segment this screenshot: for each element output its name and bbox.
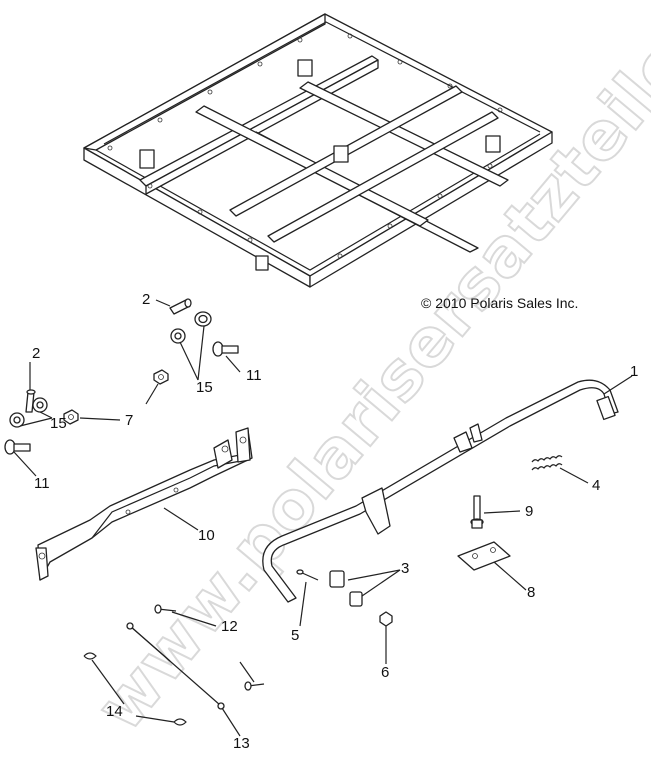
nut-part-6: [379, 611, 393, 627]
callout-1: 1: [630, 363, 638, 380]
callout-6: 6: [381, 664, 389, 681]
frame-bracket: [333, 145, 349, 163]
callout-5: 5: [291, 627, 299, 644]
frame-bracket: [139, 149, 155, 169]
rail-part-1: [262, 379, 619, 603]
bolt-part-9: [470, 495, 484, 529]
callout-11: 11: [34, 475, 50, 492]
pin-part-12: [154, 604, 265, 691]
callout-15: 15: [50, 415, 67, 432]
callout-9: 9: [525, 503, 533, 520]
callout-7: 7: [125, 412, 133, 429]
pin-part-2-lower: [25, 389, 36, 413]
clamp-part-3: [329, 570, 363, 607]
bushing-part-15-upper: [170, 311, 212, 344]
callout-4: 4: [592, 477, 600, 494]
callout-13: 13: [233, 735, 250, 752]
frame-bracket: [485, 135, 501, 153]
bolt-part-11-lower: [4, 439, 31, 455]
callout-3: 3: [401, 560, 409, 577]
leader-lines: [13, 299, 633, 737]
callout-2: 2: [142, 291, 150, 308]
frame-bracket: [255, 255, 269, 271]
gas-strut-part-13: [126, 622, 225, 710]
frame-bracket: [297, 59, 313, 77]
callout-2: 2: [32, 345, 40, 362]
callout-11: 11: [246, 367, 262, 384]
bushing-part-15-lower: [9, 397, 48, 428]
pin-part-2-upper: [169, 298, 192, 315]
bracket-part-10: [35, 427, 253, 581]
callout-labels: 2 15 11 2 7 15 11 10 1 4 9 3 8 5 6 12 14…: [32, 291, 638, 752]
copyright-text: © 2010 Polaris Sales Inc.: [421, 295, 578, 311]
callout-8: 8: [527, 584, 535, 601]
callout-10: 10: [198, 527, 215, 544]
callout-12: 12: [221, 618, 238, 635]
plate-part-8: [457, 541, 511, 571]
callout-15: 15: [196, 379, 213, 396]
nut-part-7-upper: [153, 369, 169, 385]
cargo-bed-frame: [83, 13, 553, 288]
callout-14: 14: [106, 703, 123, 720]
spring-part-4: [531, 455, 563, 471]
pin-part-5: [296, 569, 319, 581]
clip-part-14: [83, 652, 187, 726]
nut-part-7-lower: [63, 409, 79, 425]
bolt-part-11-upper: [212, 341, 239, 357]
